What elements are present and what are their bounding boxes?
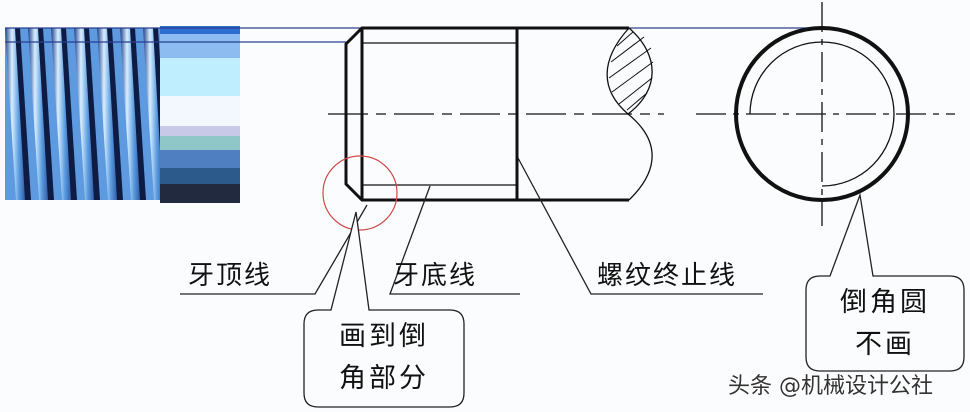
thread-groove: [84, 28, 100, 200]
chamfer-note-line1: 画到倒: [339, 321, 429, 352]
section-hatching: [608, 31, 654, 111]
bolt-side-view: [328, 26, 664, 202]
thread-groove: [130, 28, 146, 200]
thread-flank: [28, 28, 51, 200]
thread-flank: [97, 28, 120, 200]
thread-flank: [51, 28, 74, 200]
thread-groove: [107, 28, 123, 200]
chamfer-circle-note-bubble: [805, 192, 965, 372]
chamfer-circle-note-line2: 不画: [855, 329, 915, 360]
watermark: 头条 @机械设计公社: [728, 374, 933, 399]
chamfer-note-bubble: [303, 211, 465, 408]
chamfer-note-line2: 角部分: [339, 363, 429, 394]
label-thread-end-line: 螺纹终止线: [597, 261, 738, 291]
thread-groove: [61, 28, 77, 200]
minor-diameter-arc: [749, 41, 895, 187]
chamfer-circle-note: 倒角圆 不画: [806, 282, 964, 366]
chamfer-circle-note-line1: 倒角圆: [840, 287, 930, 318]
thread-groove: [38, 28, 54, 200]
thread-3d-illustration: [5, 26, 240, 203]
label-crest-line: 牙顶线: [188, 261, 273, 291]
thread-flank: [5, 28, 28, 200]
thread-flank: [120, 28, 143, 200]
bolt-end-view: [696, 2, 955, 226]
chamfer-highlight-circle: [322, 155, 398, 231]
thread-flank: [74, 28, 97, 200]
label-root-line: 牙底线: [393, 261, 478, 291]
thread-groove: [15, 28, 31, 200]
chamfer-note: 画到倒 角部分: [304, 316, 464, 400]
